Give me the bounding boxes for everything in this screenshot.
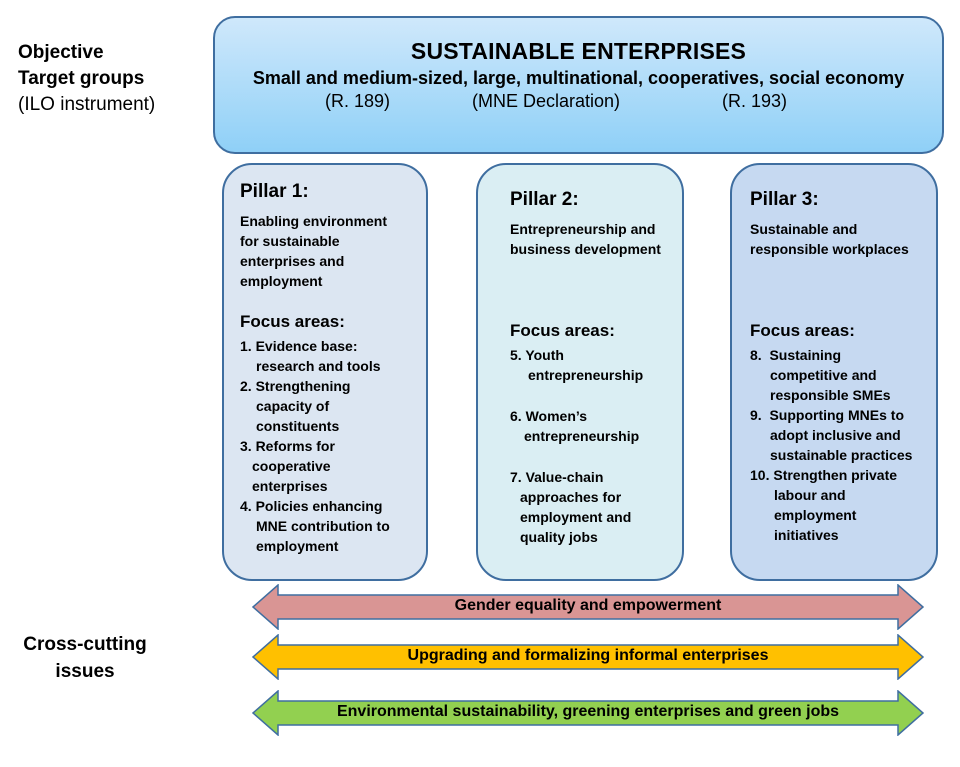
double-arrow-shape — [252, 634, 924, 680]
pillar-1-box: Pillar 1: Enabling environment for susta… — [222, 163, 428, 581]
ref-r189: (R. 189) — [325, 91, 391, 111]
cross-cutting-line: issues — [55, 661, 115, 682]
pillar-3-focus-title: Focus areas: — [750, 321, 855, 340]
pillar-1-desc-line: enterprises and — [240, 253, 345, 269]
focus-item-line: approaches for — [520, 489, 622, 505]
objective-label: Objective — [18, 42, 104, 63]
pillar-3-desc-line: Sustainable and — [750, 221, 858, 237]
pillar-1-description: Enabling environment for sustainable ent… — [240, 211, 412, 291]
focus-item-line: MNE contribution to — [256, 518, 390, 534]
pillar-1-title: Pillar 1: — [240, 181, 309, 202]
pillar-2-desc-line: Entrepreneurship and — [510, 221, 656, 237]
focus-item-line: employment and — [520, 509, 632, 525]
objective-label-group: Objective Target groups (ILO instrument) — [18, 40, 155, 118]
environmental-sustainability-arrow: Environmental sustainability, greening e… — [252, 690, 924, 736]
focus-item-line: research and tools — [256, 358, 381, 374]
focus-item-line: labour and — [774, 487, 846, 503]
focus-item-line: 1. Evidence base: — [240, 338, 358, 354]
focus-item-line: quality jobs — [520, 529, 598, 545]
focus-item-line: 2. Strengthening — [240, 378, 351, 394]
focus-item-8: 8. Sustaining competitive and responsibl… — [750, 345, 922, 405]
pillar-2-description: Entrepreneurship and business developmen… — [510, 219, 668, 259]
focus-item-line: 5. Youth — [510, 347, 564, 363]
pillar-2-desc-line: business development — [510, 241, 661, 257]
focus-item-line: sustainable practices — [770, 447, 913, 463]
focus-item-line: 9. Supporting MNEs to — [750, 407, 904, 423]
pillar-3-desc-line: responsible workplaces — [750, 241, 909, 257]
sustainable-enterprises-box: SUSTAINABLE ENTERPRISES Small and medium… — [213, 16, 944, 154]
pillar-2-focus-title: Focus areas: — [510, 321, 615, 340]
focus-item-2: 2. Strengthening capacity of constituent… — [240, 376, 412, 436]
focus-item-line: adopt inclusive and — [770, 427, 901, 443]
informal-enterprises-arrow: Upgrading and formalizing informal enter… — [252, 634, 924, 680]
pillar-2-title: Pillar 2: — [510, 189, 579, 210]
ref-r193: (R. 193) — [722, 91, 788, 111]
focus-item-line: enterprises — [252, 478, 328, 494]
focus-item-10: 10. Strengthen private labour and employ… — [750, 465, 922, 545]
top-subtitle: Small and medium-sized, large, multinati… — [252, 68, 905, 88]
focus-item-line: entrepreneurship — [524, 428, 640, 444]
pillar-1-focus-title: Focus areas: — [240, 312, 345, 331]
gender-equality-arrow: Gender equality and empowerment — [252, 584, 924, 630]
environmental-sustainability-label: Environmental sustainability, greening e… — [336, 703, 840, 720]
focus-item-line: 3. Reforms for — [240, 438, 335, 454]
focus-item-line: constituents — [256, 418, 340, 434]
double-arrow-shape — [252, 690, 924, 736]
informal-enterprises-label: Upgrading and formalizing informal enter… — [407, 647, 769, 664]
pillar-1-desc-line: Enabling environment — [240, 213, 388, 229]
focus-item-3: 3. Reforms for cooperative enterprises — [240, 436, 412, 496]
gender-equality-label: Gender equality and empowerment — [454, 597, 722, 614]
focus-item-line: capacity of — [256, 398, 330, 414]
focus-item-line: 4. Policies enhancing — [240, 498, 383, 514]
focus-item-5: 5. Youth entrepreneurship — [510, 345, 668, 385]
pillar-3-description: Sustainable and responsible workplaces — [750, 219, 922, 259]
focus-item-line: competitive and — [770, 367, 877, 383]
focus-item-line: 10. Strengthen private — [750, 467, 898, 483]
pillar-3-box: Pillar 3: Sustainable and responsible wo… — [730, 163, 938, 581]
instrument-refs: (R. 189) (MNE Declaration) (R. 193) — [215, 91, 942, 115]
focus-item-line: 7. Value-chain — [510, 469, 604, 485]
pillar-1-desc-line: for sustainable — [240, 233, 340, 249]
focus-item-line: responsible SMEs — [770, 387, 891, 403]
double-arrow-shape — [252, 584, 924, 630]
target-groups-label: Target groups — [18, 68, 145, 89]
pillar-3-title: Pillar 3: — [750, 189, 819, 210]
focus-item-line: cooperative — [252, 458, 331, 474]
pillar-2-box: Pillar 2: Entrepreneurship and business … — [476, 163, 684, 581]
focus-item-line: employment — [256, 538, 339, 554]
pillar-1-desc-line: employment — [240, 273, 323, 289]
top-title: SUSTAINABLE ENTERPRISES — [410, 38, 747, 64]
cross-cutting-line: Cross-cutting — [23, 634, 147, 655]
focus-item-1: 1. Evidence base: research and tools — [240, 336, 412, 376]
focus-item-line: 8. Sustaining — [750, 347, 842, 363]
focus-item-line: entrepreneurship — [528, 367, 644, 383]
focus-item-line: employment — [774, 507, 857, 523]
focus-item-6: 6. Women’s entrepreneurship — [510, 406, 668, 446]
focus-item-9: 9. Supporting MNEs to adopt inclusive an… — [750, 405, 922, 465]
cross-cutting-label: Cross-cutting issues — [20, 631, 150, 685]
focus-item-line: 6. Women’s — [510, 408, 588, 424]
focus-item-7: 7. Value-chain approaches for employment… — [510, 467, 668, 547]
focus-item-4: 4. Policies enhancing MNE contribution t… — [240, 496, 412, 556]
ilo-instrument-label: (ILO instrument) — [18, 94, 156, 115]
focus-item-line: initiatives — [774, 527, 839, 543]
ref-mne-declaration: (MNE Declaration) — [472, 91, 621, 111]
